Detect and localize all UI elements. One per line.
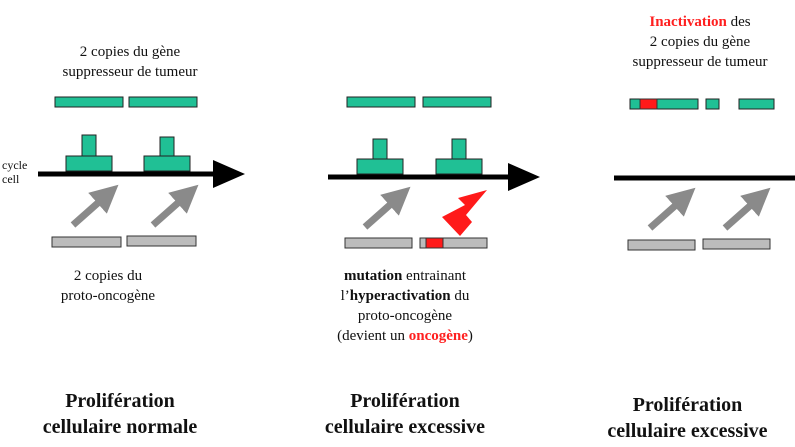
bold-term: hyperactivation — [349, 288, 451, 304]
text-span: du — [450, 288, 470, 304]
panel3-title: Prolifération cellulaire excessive — [585, 392, 790, 444]
proto-oncogene-copy — [126, 235, 197, 247]
deleted-tumor-suppressor-gene — [705, 98, 775, 110]
text-span: des — [726, 14, 751, 30]
protein-block — [356, 138, 404, 175]
tumor-suppressor-gene-copy — [422, 96, 492, 108]
oncogene-term: oncogène — [408, 328, 468, 344]
activation-arrow — [150, 184, 199, 228]
bold-term: mutation — [343, 268, 403, 284]
text-line: 2 copies du gène — [79, 44, 181, 60]
text-line: mutation entrainant — [300, 266, 510, 286]
panel2-mutation-text: mutation entrainant l’hyperactivation du… — [300, 266, 510, 346]
cycle-label-line: cycle — [2, 158, 28, 172]
hyperactivation-arrow — [442, 190, 487, 236]
proto-oncogene-copy — [627, 239, 696, 251]
panel1-top-text: 2 copies du gène suppresseur de tumeur — [55, 42, 205, 82]
panel2-title: Prolifération cellulaire excessive — [300, 388, 510, 440]
text-span: (devient un — [337, 328, 409, 344]
text-span: entrainant — [402, 268, 467, 284]
text-line: proto-oncogène — [60, 288, 156, 304]
cycle-label-line: cell — [2, 172, 20, 186]
panel1-title: Prolifération cellulaire normale — [20, 388, 220, 440]
text-line: (devient un oncogène) — [300, 326, 510, 346]
title-line: Prolifération — [350, 390, 460, 412]
text-line: 2 copies du gène — [649, 34, 751, 50]
title-line: cellulaire excessive — [607, 420, 768, 442]
text-line: l’hyperactivation du — [300, 286, 510, 306]
tumor-suppressor-gene-copy — [54, 96, 124, 108]
proto-oncogene-copy — [51, 236, 122, 248]
title-line: Prolifération — [65, 390, 175, 412]
title-line: Prolifération — [632, 394, 743, 416]
text-line: Inactivation des — [615, 12, 785, 32]
title-line: cellulaire normale — [42, 416, 198, 438]
activation-arrow — [647, 187, 696, 231]
activation-arrow — [362, 186, 411, 230]
protein-block — [435, 138, 483, 175]
protein-block — [143, 136, 191, 172]
cycle-cell-label: cycle cell — [2, 158, 27, 186]
cell-cycle-arrowhead — [508, 163, 540, 191]
text-span: ) — [467, 328, 473, 344]
text-line: suppresseur de tumeur — [632, 54, 768, 70]
cell-cycle-arrowhead — [213, 160, 245, 188]
text-line: 2 copies du — [73, 268, 143, 284]
protein-block — [65, 134, 113, 172]
mutated-proto-oncogene — [419, 237, 488, 249]
text-span: l’ — [340, 288, 350, 304]
inactivation-term: Inactivation — [649, 14, 727, 30]
tumor-suppressor-gene-copy — [128, 96, 198, 108]
text-line: suppresseur de tumeur — [62, 64, 198, 80]
text-line: proto-oncogène — [357, 308, 453, 324]
activation-arrow — [70, 184, 119, 228]
activation-arrow — [722, 187, 771, 231]
proto-oncogene-copy — [344, 237, 413, 249]
title-line: cellulaire excessive — [324, 416, 486, 438]
tumor-suppressor-gene-copy — [346, 96, 416, 108]
inactivated-tumor-suppressor-gene — [629, 98, 699, 110]
proto-oncogene-copy — [702, 238, 771, 250]
panel1-bottom-text: 2 copies du proto-oncogène — [48, 266, 168, 306]
panel3-top-text: Inactivation des 2 copies du gène suppre… — [615, 12, 785, 72]
